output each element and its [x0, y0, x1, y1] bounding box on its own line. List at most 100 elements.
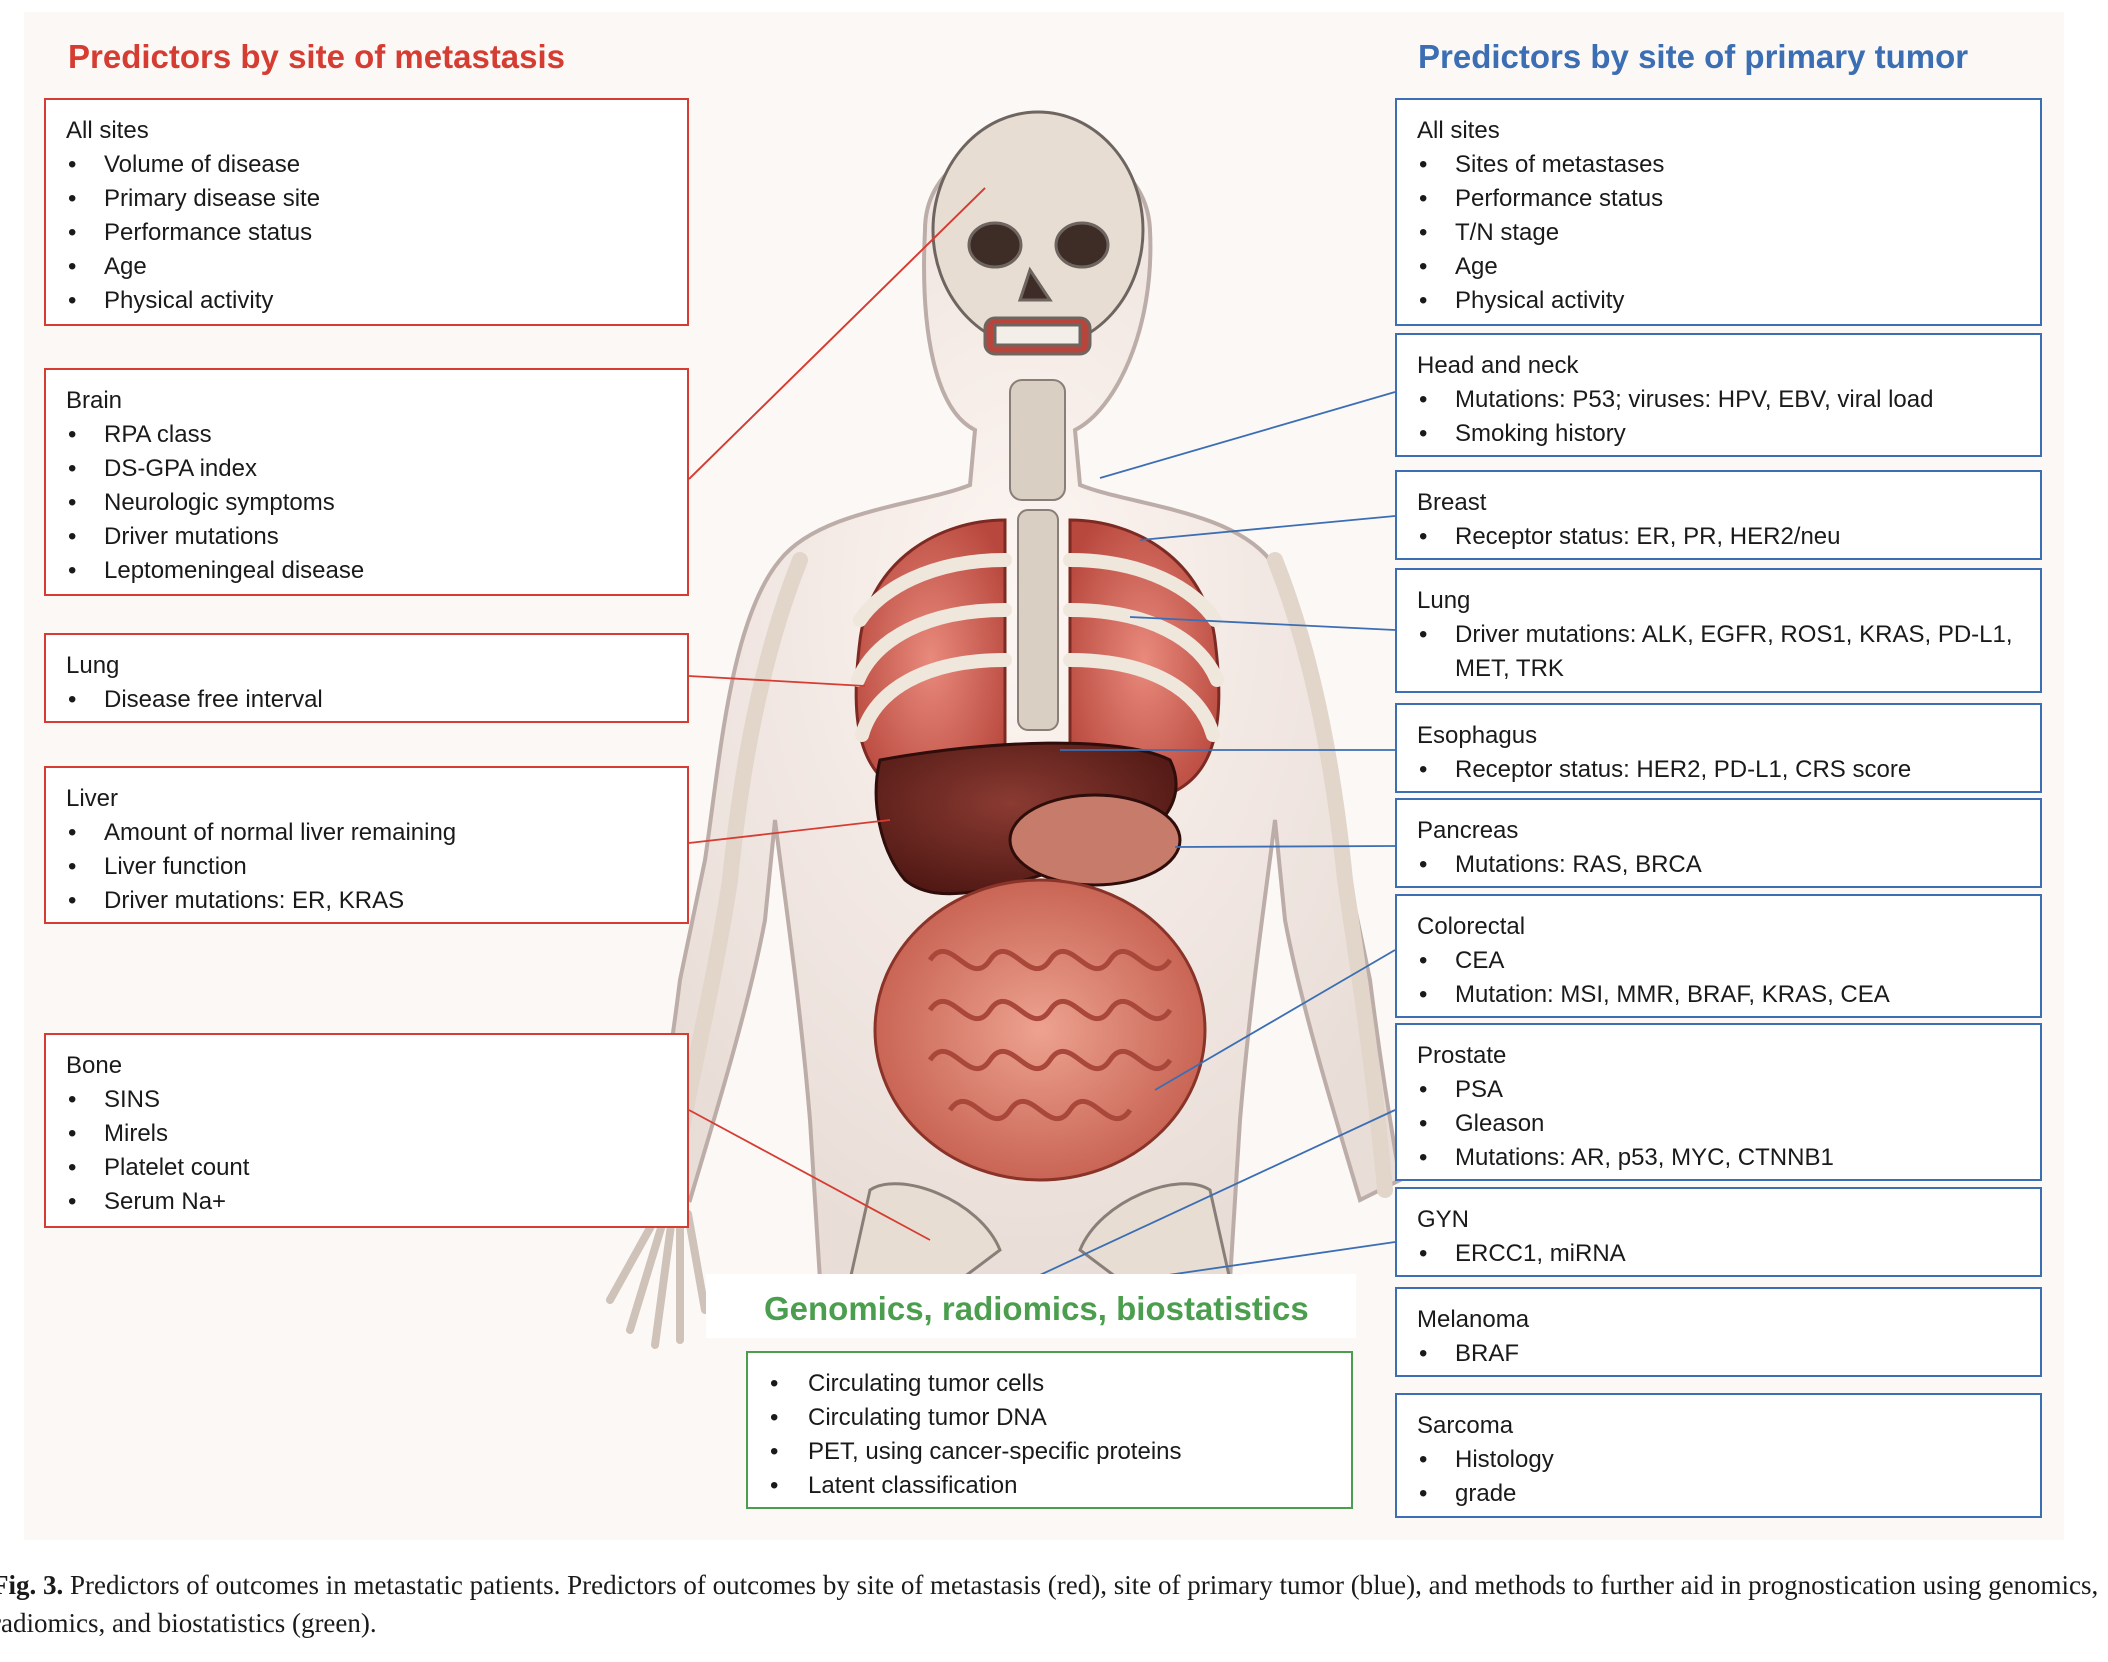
list-item: Circulating tumor DNA [768, 1401, 1333, 1435]
list-item: Gleason [1417, 1107, 2022, 1141]
box-title: All sites [66, 117, 149, 144]
bullet-list: Mutations: RAS, BRCA [1417, 848, 2022, 882]
box-title: Prostate [1417, 1042, 1507, 1069]
box-title: Melanoma [1417, 1306, 1530, 1333]
figure-caption: Fig. 3. Predictors of outcomes in metast… [0, 1566, 2102, 1642]
list-item: BRAF [1417, 1337, 2022, 1371]
list-item: Physical activity [66, 284, 669, 318]
list-item: Latent classification [768, 1469, 1333, 1503]
list-item: Mutation: MSI, MMR, BRAF, KRAS, CEA [1417, 978, 2022, 1012]
list-item: Sites of metastases [1417, 148, 2022, 182]
bullet-list: Disease free interval [66, 683, 669, 717]
primary-box-esophagus: Esophagus Receptor status: HER2, PD-L1, … [1395, 703, 2042, 793]
box-title: All sites [1417, 117, 1500, 144]
bullet-list: BRAF [1417, 1337, 2022, 1371]
bullet-list: Receptor status: ER, PR, HER2/neu [1417, 520, 2022, 554]
list-item: Receptor status: ER, PR, HER2/neu [1417, 520, 2022, 554]
list-item: Age [66, 250, 669, 284]
list-item: Driver mutations: ER, KRAS [66, 884, 669, 918]
list-item: T/N stage [1417, 216, 2022, 250]
bullet-list: SINS Mirels Platelet count Serum Na+ [66, 1083, 669, 1219]
caption-text: Predictors of outcomes in metastatic pat… [0, 1570, 2099, 1638]
box-title: Esophagus [1417, 722, 1538, 749]
primary-box-sarcoma: Sarcoma Histology grade [1395, 1393, 2042, 1518]
list-item: Volume of disease [66, 148, 669, 182]
metastasis-box-brain: Brain RPA class DS-GPA index Neurologic … [44, 368, 689, 596]
bullet-list: Sites of metastases Performance status T… [1417, 148, 2022, 318]
metastasis-box-liver: Liver Amount of normal liver remaining L… [44, 766, 689, 924]
primary-box-head-and-neck: Head and neck Mutations: P53; viruses: H… [1395, 333, 2042, 457]
list-item: PSA [1417, 1073, 2022, 1107]
list-item: Performance status [66, 216, 669, 250]
bullet-list: Volume of disease Primary disease site P… [66, 148, 669, 318]
list-item: Leptomeningeal disease [66, 554, 669, 588]
box-title: Liver [66, 785, 119, 812]
bullet-list: Circulating tumor cells Circulating tumo… [768, 1367, 1333, 1503]
metastasis-box-lung: Lung Disease free interval [44, 633, 689, 723]
primary-box-pancreas: Pancreas Mutations: RAS, BRCA [1395, 798, 2042, 888]
box-title: Lung [66, 652, 120, 679]
list-item: Primary disease site [66, 182, 669, 216]
list-item: Performance status [1417, 182, 2022, 216]
list-item: Mutations: P53; viruses: HPV, EBV, viral… [1417, 383, 2022, 417]
primary-box-melanoma: Melanoma BRAF [1395, 1287, 2042, 1377]
box-title: Brain [66, 387, 123, 414]
list-item: PET, using cancer-specific proteins [768, 1435, 1333, 1469]
list-item: Circulating tumor cells [768, 1367, 1333, 1401]
list-item: Mutations: RAS, BRCA [1417, 848, 2022, 882]
primary-tumor-heading: Predictors by site of primary tumor [1418, 38, 1969, 75]
list-item: SINS [66, 1083, 669, 1117]
list-item: Age [1417, 250, 2022, 284]
list-item: Disease free interval [66, 683, 669, 717]
list-item: Amount of normal liver remaining [66, 816, 669, 850]
box-title: Head and neck [1417, 352, 1579, 379]
list-item: Neurologic symptoms [66, 486, 669, 520]
hand [606, 1206, 709, 1349]
list-item: Mutations: AR, p53, MYC, CTNNB1 [1417, 1141, 2022, 1175]
bullet-list: Driver mutations: ALK, EGFR, ROS1, KRAS,… [1417, 618, 2022, 686]
list-item: RPA class [66, 418, 669, 452]
bullet-list: RPA class DS-GPA index Neurologic sympto… [66, 418, 669, 588]
box-title: Pancreas [1417, 817, 1519, 844]
list-item: CEA [1417, 944, 2022, 978]
primary-box-all-sites: All sites Sites of metastases Performanc… [1395, 98, 2042, 326]
list-item: Physical activity [1417, 284, 2022, 318]
bullet-list: PSA Gleason Mutations: AR, p53, MYC, CTN… [1417, 1073, 2022, 1175]
bullet-list: Amount of normal liver remaining Liver f… [66, 816, 669, 918]
list-item: MET, TRK [1455, 655, 1564, 682]
list-item: grade [1417, 1477, 2022, 1511]
primary-box-breast: Breast Receptor status: ER, PR, HER2/neu [1395, 470, 2042, 560]
metastasis-heading: Predictors by site of metastasis [68, 38, 566, 75]
box-title: Bone [66, 1052, 123, 1079]
box-title: Lung [1417, 587, 1471, 614]
list-item: ERCC1, miRNA [1417, 1237, 2022, 1271]
spine [1009, 379, 1066, 731]
list-item: Histology [1417, 1443, 2022, 1477]
bullet-list: ERCC1, miRNA [1417, 1237, 2022, 1271]
box-title: Sarcoma [1417, 1412, 1514, 1439]
liver [874, 741, 1182, 896]
intestines [873, 878, 1207, 1182]
metastasis-box-all-sites: All sites Volume of disease Primary dise… [44, 98, 689, 326]
methods-box: Circulating tumor cells Circulating tumo… [746, 1351, 1353, 1509]
list-item: Driver mutations: ALK, EGFR, ROS1, KRAS,… [1417, 618, 2022, 652]
methods-heading: Genomics, radiomics, biostatistics [764, 1290, 1309, 1327]
primary-box-prostate: Prostate PSA Gleason Mutations: AR, p53,… [1395, 1023, 2042, 1181]
list-item: Receptor status: HER2, PD-L1, CRS score [1417, 753, 2022, 787]
list-item: Liver function [66, 850, 669, 884]
ribs [851, 553, 1224, 742]
metastasis-box-bone: Bone SINS Mirels Platelet count Serum Na… [44, 1033, 689, 1228]
list-item: Smoking history [1417, 417, 2022, 451]
box-title: Breast [1417, 489, 1487, 516]
box-title: Colorectal [1417, 913, 1526, 940]
methods-heading-background [706, 1274, 1356, 1338]
bullet-list: Mutations: P53; viruses: HPV, EBV, viral… [1417, 383, 2022, 451]
list-item: Mirels [66, 1117, 669, 1151]
list-item: Platelet count [66, 1151, 669, 1185]
list-item: DS-GPA index [66, 452, 669, 486]
bullet-list: Receptor status: HER2, PD-L1, CRS score [1417, 753, 2022, 787]
caption-label: Fig. 3. [0, 1570, 64, 1600]
primary-box-colorectal: Colorectal CEA Mutation: MSI, MMR, BRAF,… [1395, 894, 2042, 1018]
primary-box-gyn: GYN ERCC1, miRNA [1395, 1187, 2042, 1277]
primary-box-lung: Lung Driver mutations: ALK, EGFR, ROS1, … [1395, 568, 2042, 693]
